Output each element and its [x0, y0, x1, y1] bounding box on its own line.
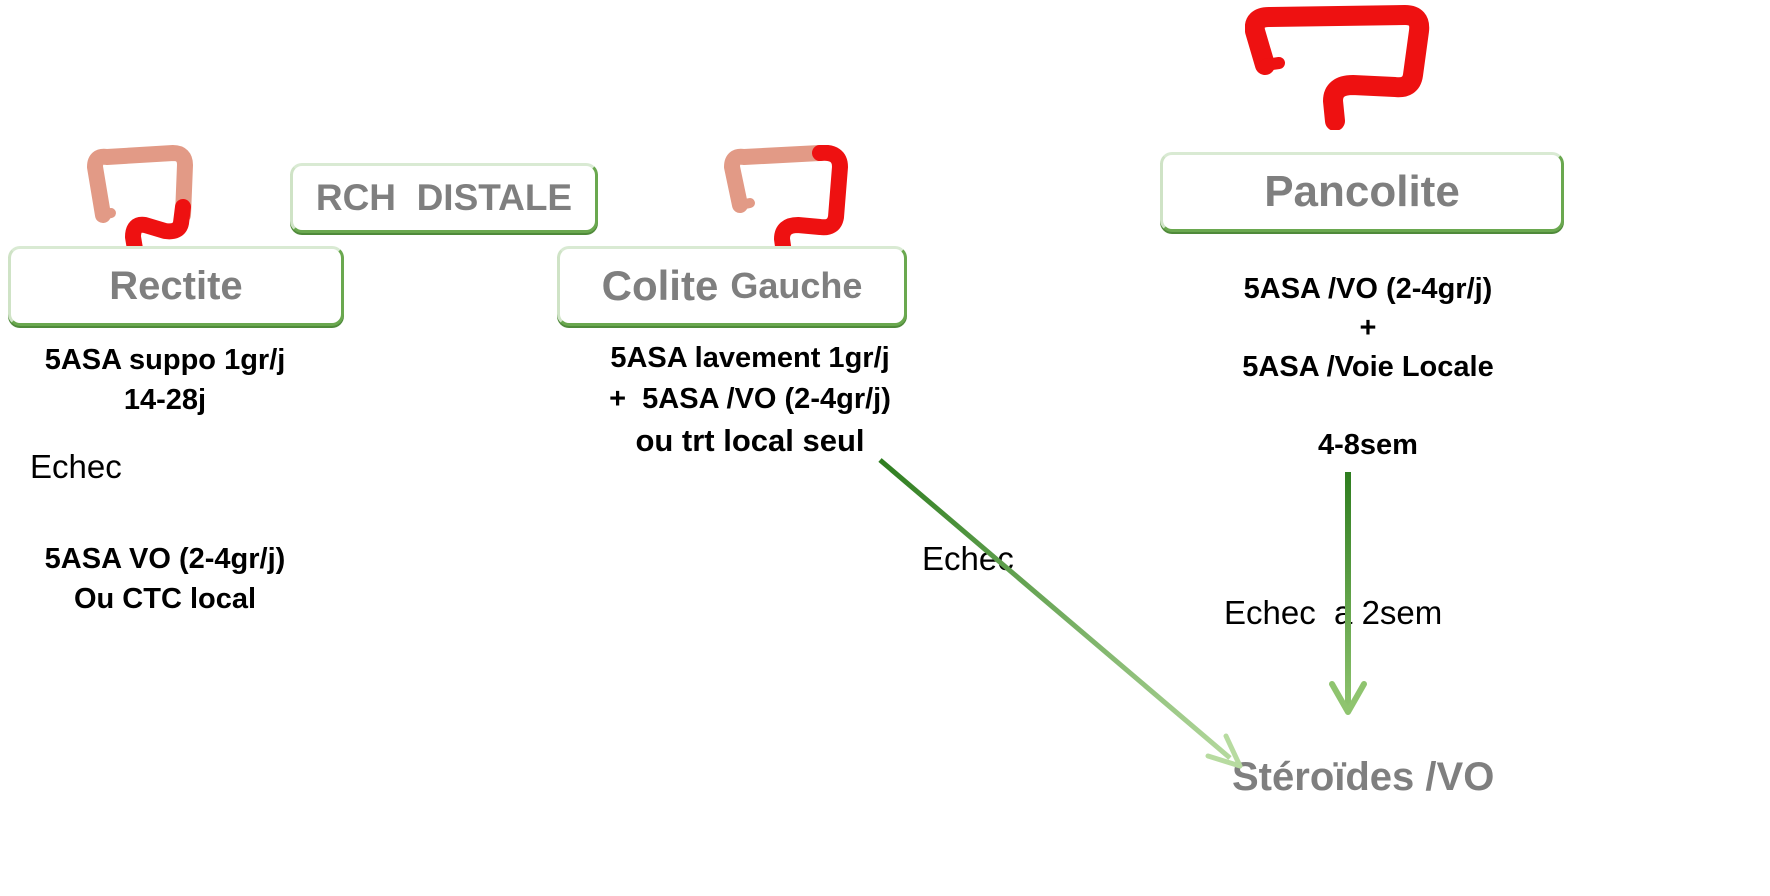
- colite-gauche-box: Colite Gauche: [557, 246, 907, 326]
- pancolite-treatment-line2: 5ASA /Voie Locale: [1242, 351, 1494, 383]
- rectite-treatment-line1: 5ASA suppo 1gr/j: [44, 344, 286, 376]
- rectite-label: Rectite: [109, 263, 243, 308]
- rch-distale-label: RCH DISTALE: [315, 177, 573, 218]
- colite-treatment-line1: 5ASA lavement 1gr/j: [610, 342, 890, 374]
- pancolite-duration: 4-8sem: [1318, 429, 1418, 461]
- pancolite-echec: Echec a 2sem: [1224, 594, 1443, 631]
- pancolite-box: Pancolite: [1160, 152, 1564, 232]
- rectite-box: Rectite: [8, 246, 344, 326]
- pancolite-to-steroides-arrow: [1329, 472, 1367, 715]
- colon-pancolite-icon: [1245, 5, 1430, 130]
- colite-treatment: 5ASA lavement 1gr/j + 5ASA /VO (2-4gr/j)…: [570, 338, 930, 461]
- rectite-treatment: 5ASA suppo 1gr/j 14-28j: [20, 340, 310, 420]
- rectite-echec: Echec: [30, 448, 122, 485]
- rch-distale-box: RCH DISTALE: [290, 163, 598, 233]
- rectite-alternative: 5ASA VO (2-4gr/j) Ou CTC local: [20, 539, 310, 619]
- pancolite-treatment-plus: +: [1359, 312, 1377, 344]
- colite-treatment-line2: + 5ASA /VO (2-4gr/j): [609, 383, 891, 415]
- pancolite-treatment-line1: 5ASA /VO (2-4gr/j): [1243, 273, 1493, 305]
- colite-treatment-line3: ou trt local seul: [635, 423, 865, 458]
- pancolite-label: Pancolite: [1264, 167, 1460, 216]
- colite-label: Colite: [601, 262, 719, 309]
- steroides-outcome: Stéroïdes /VO: [1232, 755, 1495, 799]
- rectite-alternative-line2: Ou CTC local: [73, 583, 257, 615]
- colon-gauche-icon: [724, 145, 848, 260]
- colon-rectite-icon: [87, 145, 193, 255]
- rectite-alternative-line1: 5ASA VO (2-4gr/j): [44, 543, 286, 575]
- rectite-treatment-line2: 14-28j: [123, 384, 207, 416]
- pancolite-treatment: 5ASA /VO (2-4gr/j) + 5ASA /Voie Locale: [1210, 270, 1526, 387]
- colite-to-steroides-arrow: [878, 458, 1243, 769]
- gauche-label: Gauche: [730, 265, 863, 306]
